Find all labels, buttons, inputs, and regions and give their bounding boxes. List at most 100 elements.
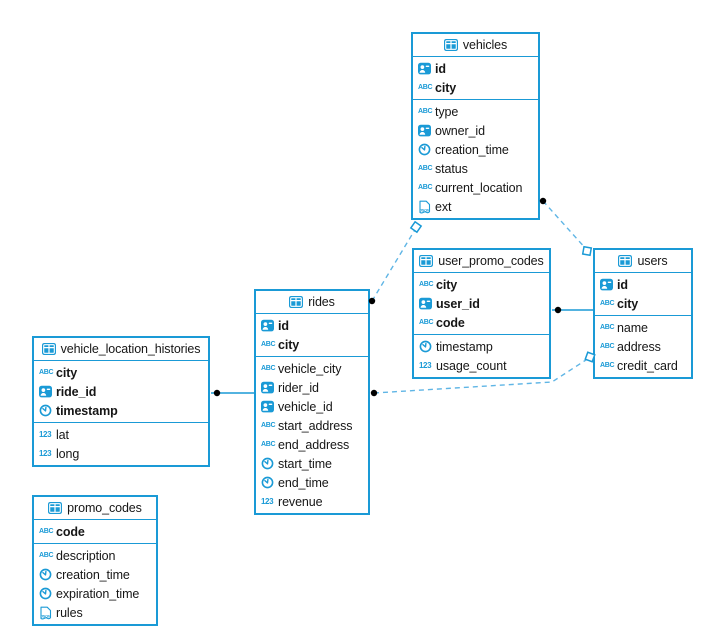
json-icon: JSON xyxy=(39,606,56,620)
column-name: city xyxy=(278,337,300,352)
table-title: users xyxy=(637,254,668,268)
column-ext: JSON ext xyxy=(413,197,538,216)
column-name: current_location xyxy=(435,180,523,195)
table-header[interactable]: users xyxy=(595,250,691,273)
relationship-many-square xyxy=(409,220,423,234)
abc-icon: ABC xyxy=(418,165,433,172)
column-name: vehicle_id xyxy=(278,399,333,414)
column-timestamp: timestamp xyxy=(414,337,549,356)
column-name: user_id xyxy=(436,296,480,311)
column-name: timestamp xyxy=(436,339,493,354)
svg-text:JSON: JSON xyxy=(420,207,430,212)
relationship-rides-vehicles xyxy=(371,227,417,302)
column-rider_id: rider_id xyxy=(256,378,368,397)
table-title: vehicles xyxy=(462,38,508,52)
table-header[interactable]: user_promo_codes xyxy=(414,250,549,273)
abc-icon: ABC xyxy=(419,319,434,326)
json-icon: JSON xyxy=(418,200,435,214)
column-name: description xyxy=(56,548,116,563)
column-name: creation_time xyxy=(435,142,509,157)
table-icon xyxy=(289,296,304,308)
relationship-one-dot xyxy=(370,389,378,397)
abc-icon: ABC xyxy=(261,341,276,348)
column-id: id xyxy=(595,275,691,294)
abc-icon: ABC xyxy=(600,343,615,350)
column-vehicle_id: vehicle_id xyxy=(256,397,368,416)
clock-icon xyxy=(39,587,56,600)
table-header[interactable]: rides xyxy=(256,291,368,314)
number-icon: 123 xyxy=(39,448,52,458)
column-name: revenue xyxy=(278,494,323,509)
column-name: id xyxy=(617,277,628,292)
table-header[interactable]: promo_codes xyxy=(34,497,156,520)
id-badge-icon xyxy=(261,400,278,413)
column-id: id xyxy=(413,59,538,78)
table-icon xyxy=(618,255,633,267)
column-usage_count: 123 usage_count xyxy=(414,356,549,375)
column-name: name xyxy=(617,320,648,335)
column-id: id xyxy=(256,316,368,335)
column-name: id xyxy=(435,61,446,76)
number-icon: 123 xyxy=(419,360,432,370)
abc-icon: ABC xyxy=(600,362,615,369)
column-name: end_time xyxy=(278,475,329,490)
column-rules: JSON rules xyxy=(34,603,156,622)
abc-icon: ABC xyxy=(39,369,54,376)
abc-icon: ABC xyxy=(39,528,54,535)
abc-icon: ABC xyxy=(261,441,276,448)
column-end_time: end_time xyxy=(256,473,368,492)
clock-icon xyxy=(39,404,56,417)
column-name: usage_count xyxy=(436,358,507,373)
clock-icon xyxy=(418,143,435,156)
column-name: code xyxy=(436,315,465,330)
column-name: creation_time xyxy=(56,567,130,582)
column-name: rider_id xyxy=(278,380,319,395)
svg-text:JSON: JSON xyxy=(41,613,51,618)
number-icon: 123 xyxy=(261,496,274,506)
column-name: ride_id xyxy=(56,384,97,399)
column-name: vehicle_city xyxy=(278,361,342,376)
column-name: city xyxy=(56,365,78,380)
table-header[interactable]: vehicle_location_histories xyxy=(34,338,208,361)
table-title: vehicle_location_histories xyxy=(60,342,201,356)
id-badge-icon xyxy=(418,124,435,137)
relationship-one-dot xyxy=(213,389,221,397)
column-name: city xyxy=(436,277,458,292)
column-name: ext xyxy=(435,199,452,214)
column-name: credit_card xyxy=(617,358,678,373)
table-title: promo_codes xyxy=(67,501,142,515)
clock-icon xyxy=(261,476,278,489)
column-owner_id: owner_id xyxy=(413,121,538,140)
abc-icon: ABC xyxy=(600,300,615,307)
id-badge-icon xyxy=(261,319,278,332)
column-timestamp: timestamp xyxy=(34,401,208,420)
column-name: long xyxy=(56,446,80,461)
table-header[interactable]: vehicles xyxy=(413,34,538,57)
id-badge-icon xyxy=(419,297,436,310)
column-name: rules xyxy=(56,605,83,620)
columns-section: timestamp 123 usage_count xyxy=(414,334,549,377)
column-expiration_time: expiration_time xyxy=(34,584,156,603)
